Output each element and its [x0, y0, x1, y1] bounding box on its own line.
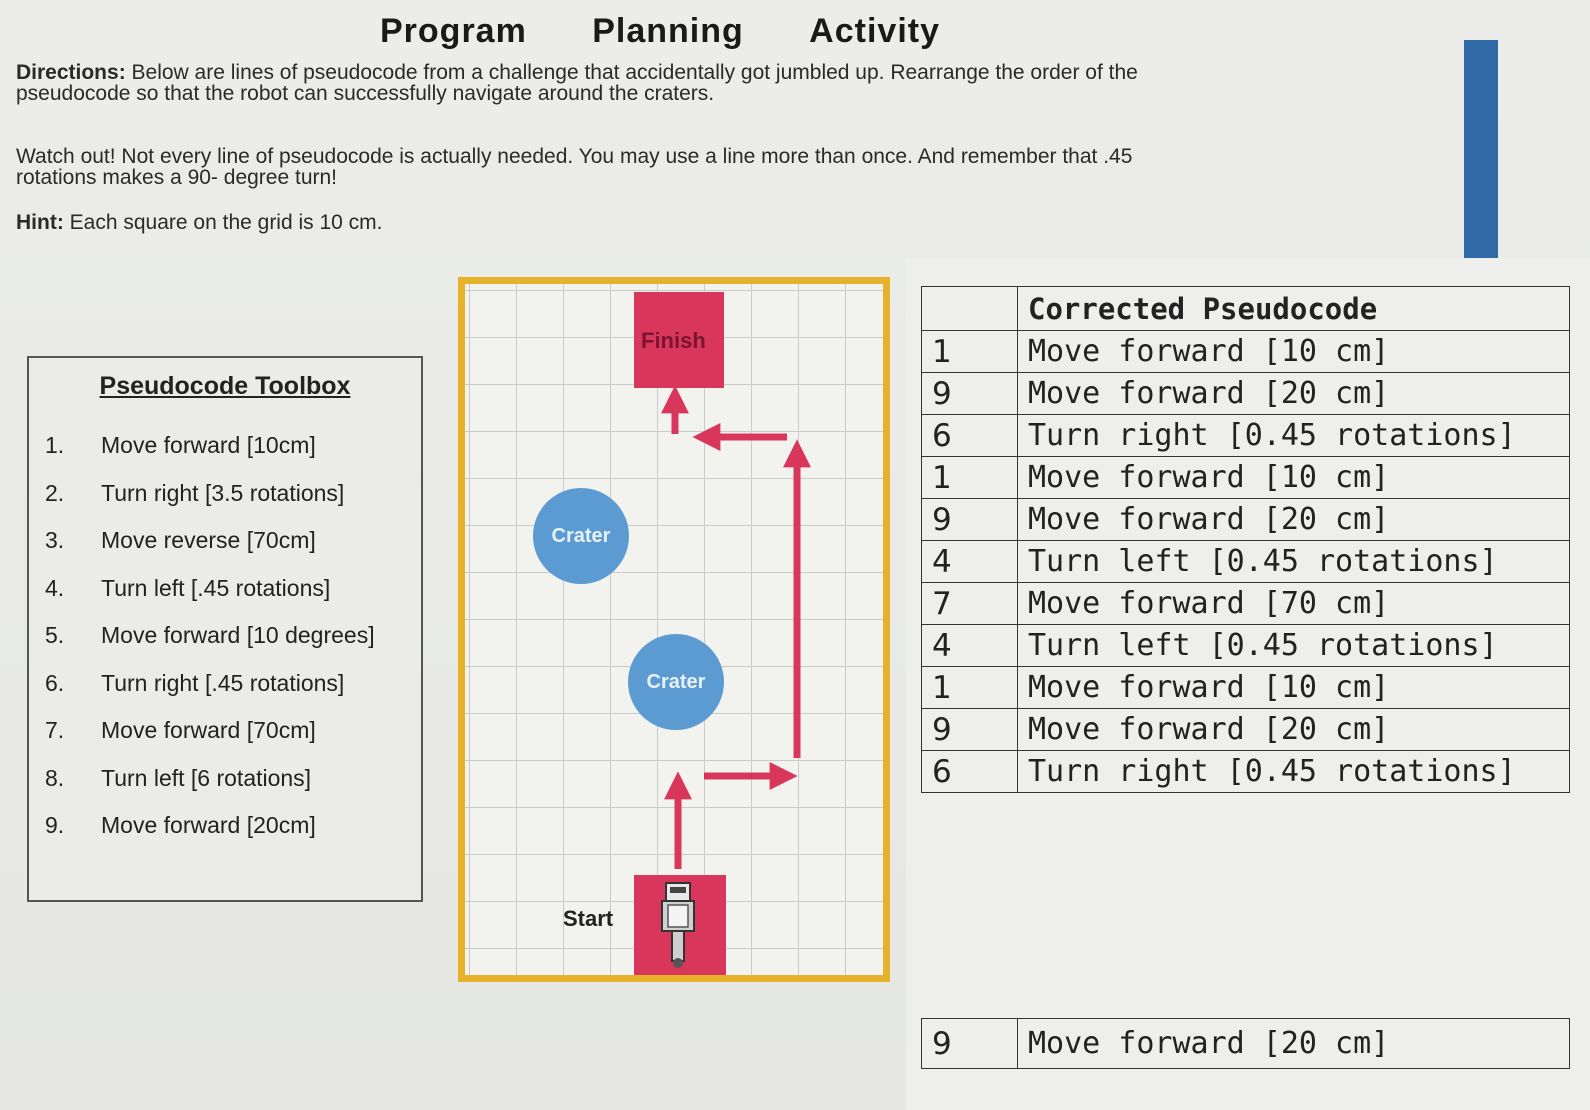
path-arrows — [661, 385, 811, 869]
item-text: Move forward [10cm] — [101, 432, 316, 458]
row-command: Move forward [20 cm] — [1017, 498, 1570, 541]
row-command: Move forward [10 cm] — [1017, 666, 1570, 709]
item-number: 3. — [45, 527, 65, 553]
toolbox-item: 2. Turn right [3.5 rotations] — [45, 480, 375, 528]
item-text: Move forward [10 degrees] — [101, 622, 375, 648]
item-number: 4. — [45, 574, 65, 601]
item-number: 2. — [45, 479, 65, 506]
row-command: Turn left [0.45 rotations] — [1017, 540, 1570, 583]
title-word: Program — [380, 12, 527, 50]
row-number: 4 — [921, 624, 1018, 667]
row-command: Move forward [20 cm] — [1017, 1018, 1570, 1069]
row-number: 9 — [921, 708, 1018, 751]
row-number: 9 — [921, 372, 1018, 415]
row-number: 1 — [921, 330, 1018, 373]
row-number: 1 — [921, 456, 1018, 499]
row-command: Move forward [10 cm] — [1017, 330, 1570, 373]
toolbox-title: Pseudocode Toolbox — [99, 372, 351, 400]
row-number: 4 — [921, 540, 1018, 583]
row-command: Move forward [70 cm] — [1017, 582, 1570, 625]
row-command: Turn left [0.45 rotations] — [1017, 624, 1570, 667]
grid-map: Finish Crater Crater Start — [458, 277, 890, 982]
row-number: 9 — [921, 1018, 1018, 1069]
crater-circle: Crater — [628, 634, 724, 730]
toolbox-item: 7. Move forward [70cm] — [45, 717, 375, 765]
row-command: Move forward [10 cm] — [1017, 456, 1570, 499]
blue-tape-strip — [1464, 40, 1498, 258]
item-text: Move forward [70cm] — [101, 717, 316, 743]
item-number: 5. — [45, 622, 65, 648]
finish-square — [634, 292, 724, 388]
header-blank-cell — [921, 286, 1018, 331]
item-text: Turn right [3.5 rotations] — [101, 479, 345, 506]
watch-out-paragraph: Watch out! Not every line of pseudocode … — [16, 146, 1186, 188]
row-number: 6 — [921, 414, 1018, 457]
item-text: Turn left [6 rotations] — [101, 764, 312, 791]
title-word: Planning — [592, 12, 744, 50]
watch-out-text: Watch out! Not every line of pseudocode … — [16, 145, 1133, 189]
item-text: Move reverse [70cm] — [101, 527, 316, 553]
row-command: Turn right [0.45 rotations] — [1017, 414, 1570, 457]
row-number: 1 — [921, 666, 1018, 709]
toolbox-item: 5. Move forward [10 degrees] — [45, 622, 375, 670]
item-number: 9. — [45, 812, 65, 838]
item-number: 8. — [45, 764, 65, 791]
toolbox-item: 8. Turn left [6 rotations] — [45, 765, 375, 813]
toolbox-list: 1. Move forward [10cm] 2. Turn right [3.5 … — [45, 432, 375, 860]
toolbox-item: 9. Move forward [20cm] — [45, 812, 375, 860]
item-number: 6. — [45, 669, 65, 696]
toolbox-item: 3. Move reverse [70cm] — [45, 527, 375, 575]
directions-paragraph: Directions: Below are lines of pseudocod… — [16, 62, 1226, 104]
item-text: Turn left [.45 rotations] — [101, 574, 331, 601]
hint-label: Hint: — [16, 211, 64, 234]
table-header: Corrected Pseudocode — [1017, 286, 1570, 331]
start-label: Start — [563, 906, 614, 931]
row-number: 6 — [921, 750, 1018, 793]
item-text: Turn right [.45 rotations] — [101, 669, 345, 696]
table-header-row: Corrected Pseudocode — [921, 286, 1570, 331]
row-command: Move forward [20 cm] — [1017, 708, 1570, 751]
finish-label: Finish — [641, 328, 706, 353]
pseudocode-toolbox: Pseudocode Toolbox 1. Move forward [10cm]… — [27, 356, 423, 902]
hint-paragraph: Hint: Each square on the grid is 10 cm. — [16, 212, 616, 233]
page-title: Program Planning Activity — [380, 12, 940, 51]
toolbox-item: 1. Move forward [10cm] — [45, 432, 375, 480]
item-text: Move forward [20cm] — [101, 812, 316, 838]
row-command: Turn right [0.45 rotations] — [1017, 750, 1570, 793]
toolbox-item: 4. Turn left [.45 rotations] — [45, 575, 375, 623]
hint-text: Each square on the grid is 10 cm. — [69, 211, 383, 234]
crater-circle: Crater — [533, 488, 629, 584]
robot-icon — [661, 882, 695, 968]
directions-text: Below are lines of pseudocode from a cha… — [16, 61, 1138, 105]
toolbox-item: 6. Turn right [.45 rotations] — [45, 670, 375, 718]
row-number: 7 — [921, 582, 1018, 625]
item-number: 7. — [45, 717, 65, 743]
directions-label: Directions: — [16, 61, 126, 84]
row-number: 9 — [921, 498, 1018, 541]
item-number: 1. — [45, 432, 65, 458]
row-command: Move forward [20 cm] — [1017, 372, 1570, 415]
title-word: Activity — [809, 12, 940, 50]
